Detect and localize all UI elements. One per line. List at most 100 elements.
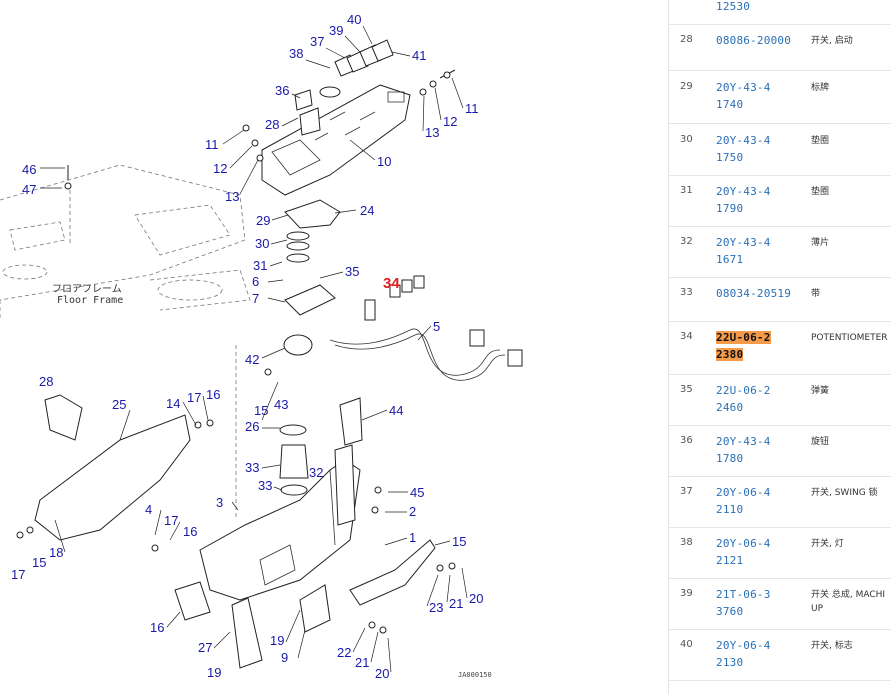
table-row[interactable]: 30 20Y-43-41750 垫圈 — [669, 124, 891, 176]
callout: 9 — [281, 650, 288, 665]
boot-32 — [279, 444, 309, 479]
console-cover — [261, 84, 411, 196]
ring-33-lower — [280, 484, 308, 496]
callout: 28 — [39, 374, 53, 389]
row-number: 40 — [680, 639, 693, 650]
part-number-link[interactable]: 22U-06-22460 — [716, 384, 771, 414]
part-number-link[interactable]: 20Y-43-41671 — [716, 236, 771, 266]
leader-lines — [40, 25, 468, 673]
part-number-link[interactable]: 20Y-06-42130 — [716, 639, 771, 669]
callout: 21 — [449, 596, 463, 611]
part-name: 开关, 灯 — [811, 539, 844, 549]
part-name: 开关, 标志 — [811, 641, 853, 651]
table-row[interactable]: 33 08034-20519 带 — [669, 277, 891, 322]
table-row[interactable]: 34 22U-06-22380 POTENTIOMETER — [669, 321, 891, 375]
callout: 12 — [443, 114, 457, 129]
callout: 32 — [309, 465, 323, 480]
callout: 21 — [355, 655, 369, 670]
callout: 33 — [245, 460, 259, 475]
row-number: 36 — [680, 435, 693, 446]
row-number: 28 — [680, 34, 693, 45]
callout: 1 — [409, 530, 416, 545]
callout-highlighted: 34 — [383, 275, 400, 292]
callout: 27 — [198, 640, 212, 655]
part-name: 弹簧 — [811, 386, 830, 396]
callout: 39 — [329, 23, 343, 38]
part-number-link[interactable]: 20Y-06-42121 — [716, 537, 771, 567]
part-number-link[interactable]: 20Y-43-41750 — [716, 134, 771, 164]
callout: 13 — [225, 189, 239, 204]
part-number-link[interactable]: 20Y-06-42110 — [716, 486, 771, 516]
table-row[interactable]: 35 22U-06-22460 弹簧 — [669, 374, 891, 426]
floor-frame-label-jp: フロアフレーム — [52, 283, 122, 295]
row-number: 35 — [680, 384, 693, 395]
part-number-link[interactable]: 12530 — [716, 0, 751, 13]
callout: 40 — [347, 12, 361, 27]
table-row[interactable]: 31 20Y-43-41790 垫圈 — [669, 175, 891, 227]
row-number: 39 — [680, 588, 693, 599]
callout: 3 — [216, 495, 223, 510]
callout: 22 — [337, 645, 351, 660]
table-row[interactable]: 38 20Y-06-42121 开关, 灯 — [669, 527, 891, 579]
callout: 24 — [360, 203, 374, 218]
row-number: 33 — [680, 287, 693, 298]
callout: 20 — [375, 666, 389, 681]
wire-harness — [283, 275, 523, 381]
callout: 17 — [164, 513, 178, 528]
callout: 41 — [412, 48, 426, 63]
callout: 17 — [11, 567, 25, 582]
plate-8 — [231, 597, 263, 669]
callout: 46 — [22, 162, 36, 177]
table-row[interactable]: 28 08086-20000 开关, 启动 — [669, 24, 891, 71]
callout: 10 — [377, 154, 391, 169]
part-name: 垫圈 — [811, 187, 830, 197]
parts-exploded-diagram: フロアフレーム Floor Frame — [0, 12, 523, 681]
row-number: 38 — [680, 537, 693, 548]
part-name: 垫圈 — [811, 136, 830, 146]
switch-cluster — [294, 39, 394, 136]
part-number-link[interactable]: 08086-20000 — [716, 34, 792, 47]
callout: 7 — [252, 291, 259, 306]
part-name: 开关, SWING 锁 — [811, 488, 878, 498]
callout: 35 — [345, 264, 359, 279]
table-row[interactable]: 36 20Y-43-41780 旋钮 — [669, 425, 891, 477]
table-row[interactable]: 39 21T-06-33760 开关 总成, MACHI UP — [669, 578, 891, 630]
ring-33-upper — [279, 424, 307, 436]
diagram-reference-code: JA000150 — [458, 671, 492, 679]
part-number-link[interactable]: 20Y-43-41780 — [716, 435, 771, 465]
row-number: 34 — [680, 331, 693, 342]
callout: 31 — [253, 258, 267, 273]
callout: 19 — [207, 665, 221, 680]
part-number-link-highlighted[interactable]: 22U-06-22380 — [716, 329, 776, 363]
callout: 15 — [452, 534, 466, 549]
callout: 44 — [389, 403, 403, 418]
part-name: 标牌 — [811, 83, 830, 93]
bracket-5 — [284, 284, 336, 316]
bolts-top-right — [64, 69, 456, 190]
callout: 13 — [425, 125, 439, 140]
callout: 17 — [187, 390, 201, 405]
callout: 30 — [255, 236, 269, 251]
table-row[interactable]: 37 20Y-06-42110 开关, SWING 锁 — [669, 476, 891, 528]
part-number-link[interactable]: 21T-06-33760 — [716, 588, 771, 618]
table-row[interactable]: 12530 — [669, 0, 891, 25]
part-number-link[interactable]: 20Y-43-41790 — [716, 185, 771, 215]
part-number-link[interactable]: 20Y-43-41740 — [716, 81, 771, 111]
bracket-26 — [339, 397, 363, 446]
callout: 11 — [205, 137, 219, 152]
plate-22 — [299, 584, 331, 633]
callout: 18 — [49, 545, 63, 560]
callout-labels: 40 39 37 41 38 36 11 12 13 28 10 11 12 1… — [11, 12, 483, 681]
floor-frame-drawing — [0, 164, 251, 320]
part-number-link[interactable]: 08034-20519 — [716, 287, 792, 300]
callout: 16 — [150, 620, 164, 635]
callout: 16 — [206, 387, 220, 402]
callout: 45 — [410, 485, 424, 500]
table-row[interactable]: 32 20Y-43-41671 薄片 — [669, 226, 891, 278]
callout: 42 — [245, 352, 259, 367]
row-number: 37 — [680, 486, 693, 497]
table-row[interactable]: 40 20Y-06-42130 开关, 标志 — [669, 629, 891, 681]
table-row[interactable]: 29 20Y-43-41740 标牌 — [669, 71, 891, 124]
callout: 33 — [258, 478, 272, 493]
side-cover-14 — [34, 414, 191, 541]
